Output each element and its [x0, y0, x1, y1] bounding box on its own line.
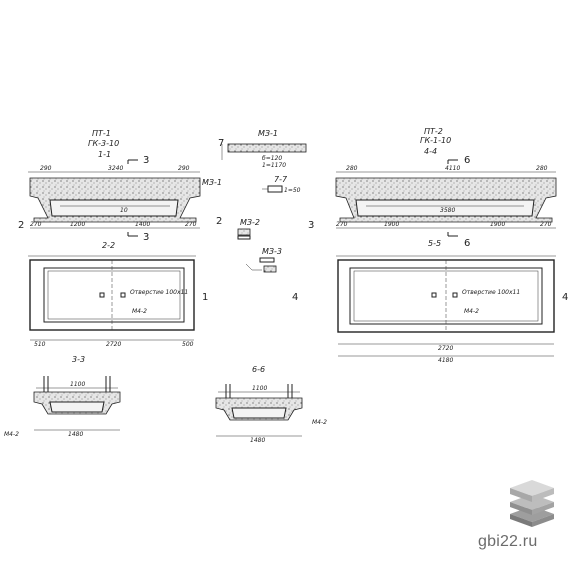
svg-text:1100: 1100 [252, 385, 267, 392]
detail-7-7: 7-7 1=50 [262, 175, 301, 194]
section-1-1: ПТ-1 ГК-3-10 1-1 3 290 3240 290 10 270 1… [18, 129, 222, 243]
pt2-subtitle: ГК-1-10 [420, 136, 451, 145]
svg-text:М4-2: М4-2 [132, 308, 147, 315]
section-4-4: ПТ-2 ГК-1-10 4-4 6 280 4110 280 3580 270… [308, 127, 557, 249]
svg-text:1900: 1900 [490, 221, 505, 228]
section-mark-7: 7 [218, 138, 224, 149]
svg-text:4110: 4110 [445, 165, 460, 172]
svg-text:МЗ-1: МЗ-1 [202, 178, 222, 187]
cut-mark-3-top: 3 [143, 155, 149, 166]
mark-3-left: 3 [308, 220, 314, 231]
svg-text:270: 270 [185, 221, 197, 228]
svg-text:б=120: б=120 [262, 155, 282, 162]
plan-5-5: 5-5 Отверстие 100х11 М4-2 2720 4180 4 4 [292, 239, 568, 364]
svg-text:1100: 1100 [70, 381, 85, 388]
section-1-1-title: 1-1 [98, 150, 111, 159]
svg-text:7-7: 7-7 [274, 175, 288, 184]
svg-text:4180: 4180 [438, 357, 453, 364]
section-6-6: 6-6 1100 1480 М4-2 [215, 365, 327, 444]
svg-text:1400: 1400 [135, 221, 150, 228]
plan-2-2: 2-2 Отверстие 100х11 М4-2 510 2720 500 1 [28, 241, 208, 348]
svg-text:М4-2: М4-2 [312, 419, 327, 426]
svg-text:Отверстие 100х11: Отверстие 100х11 [462, 289, 520, 296]
svg-text:270: 270 [540, 221, 552, 228]
svg-text:3580: 3580 [440, 207, 455, 214]
svg-text:Отверстие 100х11: Отверстие 100х11 [130, 289, 188, 296]
detail-md2: МЗ-2 [237, 218, 260, 240]
svg-text:1900: 1900 [384, 221, 399, 228]
svg-text:3-3: 3-3 [72, 355, 85, 364]
svg-text:2720: 2720 [106, 341, 121, 348]
svg-text:3240: 3240 [108, 165, 123, 172]
plan-2-2-title: 2-2 [102, 241, 115, 250]
cut-mark-6-top: 6 [464, 155, 470, 166]
site-url[interactable]: gbi22.ru [478, 533, 538, 550]
svg-text:290: 290 [40, 165, 52, 172]
stacked-concrete-slabs-icon [510, 480, 554, 527]
svg-text:2720: 2720 [438, 345, 453, 352]
plan-5-5-title: 5-5 [428, 239, 441, 248]
svg-text:1480: 1480 [68, 431, 83, 438]
cut-mark-3-bottom: 3 [143, 232, 149, 243]
svg-text:МЗ-2: МЗ-2 [240, 218, 260, 227]
pt1-title: ПТ-1 [92, 129, 111, 138]
svg-text:6-6: 6-6 [252, 365, 265, 374]
section-4-4-title: 4-4 [424, 147, 437, 156]
section-3-3: 3-3 1100 1480 М4-2 [4, 355, 121, 438]
arrow-4-left: 4 [292, 292, 298, 303]
svg-text:500: 500 [182, 341, 194, 348]
cut-mark-6-bottom: 6 [464, 238, 470, 249]
pt1-subtitle: ГК-3-10 [88, 139, 119, 148]
svg-text:МЗ-1: МЗ-1 [258, 129, 278, 138]
svg-text:М4-2: М4-2 [464, 308, 479, 315]
arrow-1-right: 1 [202, 292, 208, 303]
svg-text:1200: 1200 [70, 221, 85, 228]
mark-2: 2 [216, 216, 222, 227]
svg-text:1=1170: 1=1170 [262, 162, 286, 169]
svg-text:280: 280 [346, 165, 358, 172]
svg-text:М4-2: М4-2 [4, 431, 19, 438]
svg-text:10: 10 [120, 207, 128, 214]
svg-text:290: 290 [178, 165, 190, 172]
pt2-title: ПТ-2 [424, 127, 443, 136]
svg-text:2: 2 [18, 220, 24, 231]
svg-text:270: 270 [30, 221, 42, 228]
svg-text:1=50: 1=50 [284, 187, 301, 194]
svg-text:МЗ-3: МЗ-3 [262, 247, 282, 256]
arrow-4-right: 4 [562, 292, 568, 303]
svg-text:510: 510 [34, 341, 46, 348]
svg-text:1480: 1480 [250, 437, 265, 444]
svg-text:270: 270 [336, 221, 348, 228]
detail-md1: МЗ-1 7 б=120 1=1170 [218, 129, 307, 169]
svg-text:280: 280 [536, 165, 548, 172]
detail-md3: МЗ-3 [245, 247, 282, 273]
